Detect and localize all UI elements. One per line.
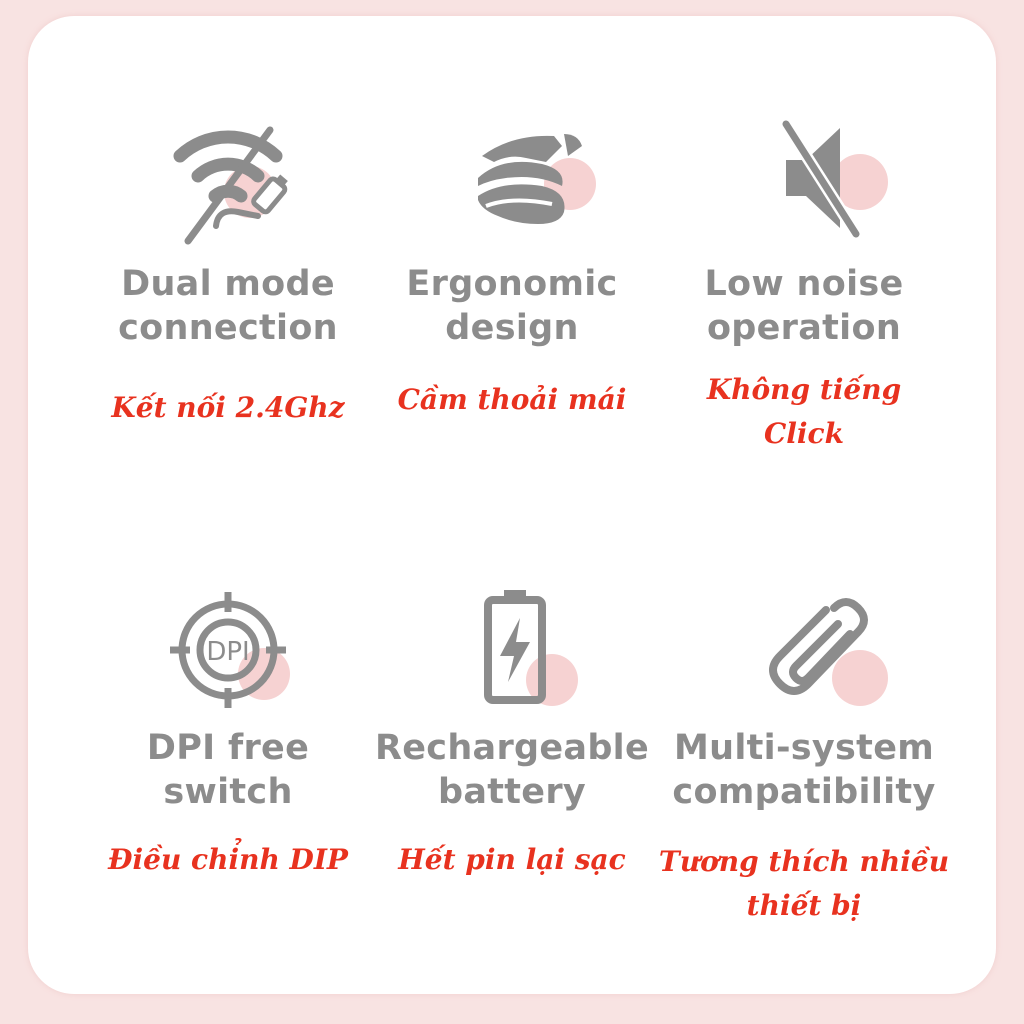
feature-title: Low noise operation <box>704 264 904 348</box>
dpi-icon-label: DPI <box>206 637 249 667</box>
feature-subtitle: Kết nối 2.4Ghz <box>111 391 345 424</box>
dpi-target-icon: DPI <box>158 588 298 718</box>
mute-speaker-icon <box>734 116 888 246</box>
feature-subtitle: Tương thích nhiều thiết bị <box>658 845 950 922</box>
feature-title: Rechargeable battery <box>374 728 650 812</box>
feature-title: DPI free switch <box>146 728 310 812</box>
feature-title: Dual mode connection <box>118 264 338 348</box>
feature-subtitle: Hết pin lại sạc <box>398 843 626 876</box>
feature-subtitle: Không tiếng Click <box>706 373 902 450</box>
hand-mouse-icon <box>442 116 596 246</box>
feature-subtitle: Cầm thoải mái <box>397 383 627 416</box>
paperclip-icon <box>734 588 888 718</box>
battery-charging-icon <box>442 588 582 718</box>
feature-title: Ergonomic design <box>406 264 618 348</box>
feature-subtitle: Điều chỉnh DIP <box>108 843 348 876</box>
wireless-cable-icon <box>158 116 298 246</box>
feature-title: Multi-system compatibility <box>672 728 936 812</box>
features-card: Dual mode connection Kết nối 2.4Ghz Ergo… <box>28 16 996 994</box>
